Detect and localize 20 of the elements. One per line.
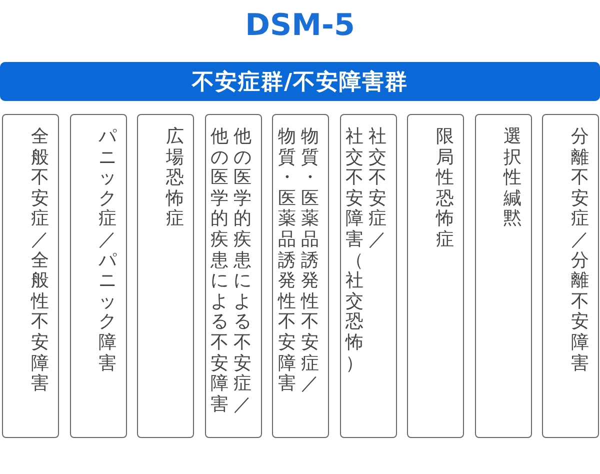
disorder-box: [474, 114, 532, 438]
disorder-name: 分離不安症／分離不安障害: [571, 127, 589, 374]
disorder-name: パニック症／パニック障害: [98, 127, 116, 374]
disorder-name: 選択性緘黙: [504, 127, 522, 230]
disorder-name: 他の医学的疾患による不安症／他の医学的疾患による不安障害: [210, 127, 252, 416]
disorder-name: 全般不安症／全般性不安障害: [31, 127, 49, 395]
disorder-box: [272, 114, 329, 438]
disorder-name: 物質・医薬品誘発性不安症／物質・医薬品誘発性不安障害: [278, 127, 319, 395]
title: DSM-5: [244, 8, 356, 43]
disorder-box: [2, 114, 59, 438]
disorder-name: 限局性恐怖症: [436, 127, 454, 251]
disorder-name: 広場恐怖症: [166, 127, 184, 230]
disorder-box: [70, 114, 126, 438]
disorder-name: 社交不安症／社交不安障害（社交恐怖）: [346, 127, 386, 374]
disorder-box: [204, 114, 262, 438]
disorder-box: [407, 114, 464, 438]
disorder-box: [340, 114, 396, 438]
disorder-box: [542, 114, 599, 438]
disorder-box: [137, 114, 194, 438]
category-band: 不安症群/不安障害群: [0, 62, 600, 101]
